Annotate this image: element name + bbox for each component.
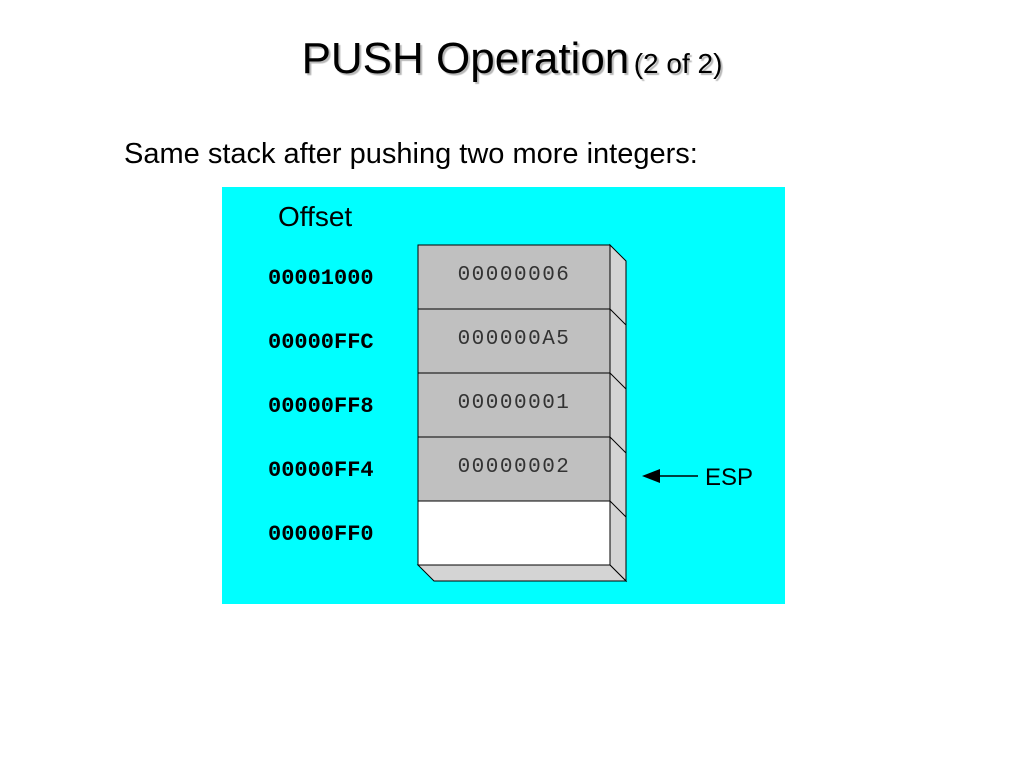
esp-pointer-label: ESP (705, 464, 754, 491)
stack-value: 00000002 (457, 456, 571, 479)
stack-cell (417, 308, 611, 374)
offset-label: 00000FF8 (268, 394, 374, 419)
offset-label: 00000FF0 (268, 522, 374, 547)
stack-bottom-face (416, 564, 628, 582)
title-main: PUSH Operation (301, 34, 630, 83)
slide-subtitle: Same stack after pushing two more intege… (124, 138, 698, 170)
stack-value: 00000006 (457, 264, 571, 287)
stack-cell (417, 372, 611, 438)
offset-label: 00000FF4 (268, 458, 374, 483)
offset-label: 00001000 (268, 266, 374, 291)
stack-diagram: Offset 00001000 00000FFC 00000FF8 00000F… (222, 187, 785, 604)
slide-title: PUSH Operation (2 of 2) (0, 34, 1024, 84)
offset-column-header: Offset (278, 201, 353, 232)
stack-value: 000000A5 (457, 328, 571, 351)
side-divider (609, 436, 627, 454)
stack-cell (417, 436, 611, 502)
side-divider (609, 372, 627, 390)
side-divider (609, 500, 627, 518)
offset-label: 00000FFC (268, 330, 374, 355)
stack-value: 00000001 (457, 392, 571, 415)
side-divider (609, 308, 627, 326)
esp-arrow-head-icon (642, 469, 660, 483)
stack-cell-empty (417, 500, 611, 566)
stack-side-face (609, 243, 627, 583)
stack-diagram-graphic (222, 187, 785, 604)
title-part-indicator: (2 of 2) (633, 48, 723, 79)
